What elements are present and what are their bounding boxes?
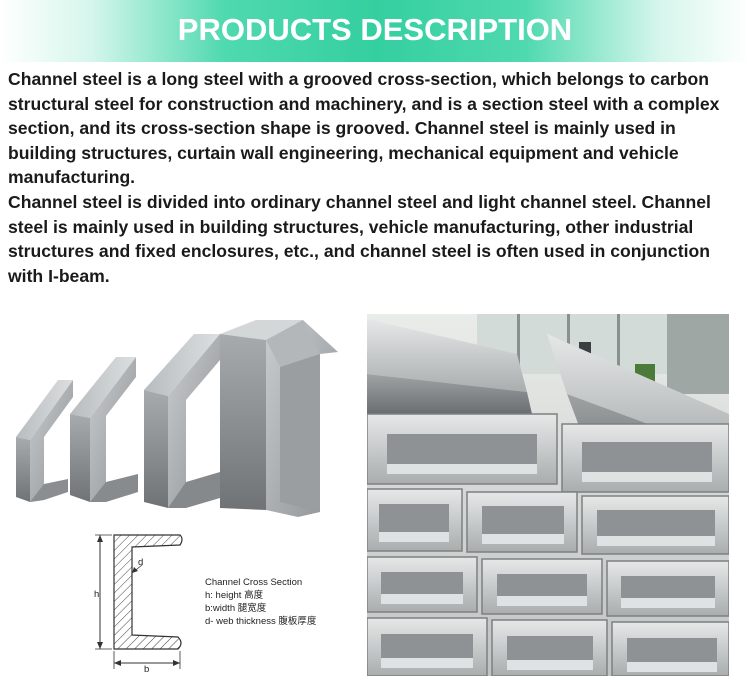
dim-d-label: d: [138, 557, 143, 568]
dim-h-label: h: [94, 589, 99, 600]
description-paragraph-2: Channel steel is divided into ordinary c…: [8, 191, 711, 286]
title-banner: PRODUCTS DESCRIPTION: [0, 0, 750, 62]
diagram-legend-height: h: height 高度: [205, 589, 264, 601]
description-paragraph-1: Channel steel is a long steel with a gro…: [8, 69, 720, 188]
diagram-legend-thickness: d- web thickness 腹板厚度: [205, 615, 317, 627]
channel-cross-section-diagram: h b d Channel Cross Section h: height 高度…: [94, 534, 317, 675]
stacked-channel-steel-image: [367, 314, 729, 676]
diagram-title: Channel Cross Section: [205, 577, 302, 588]
channel-steel-profiles-image: [16, 320, 338, 517]
page-title: PRODUCTS DESCRIPTION: [177, 12, 573, 47]
dim-b-label: b: [144, 664, 149, 675]
product-description: Channel steel is a long steel with a gro…: [8, 67, 744, 288]
diagram-legend-width: b:width 腿宽度: [205, 602, 267, 614]
